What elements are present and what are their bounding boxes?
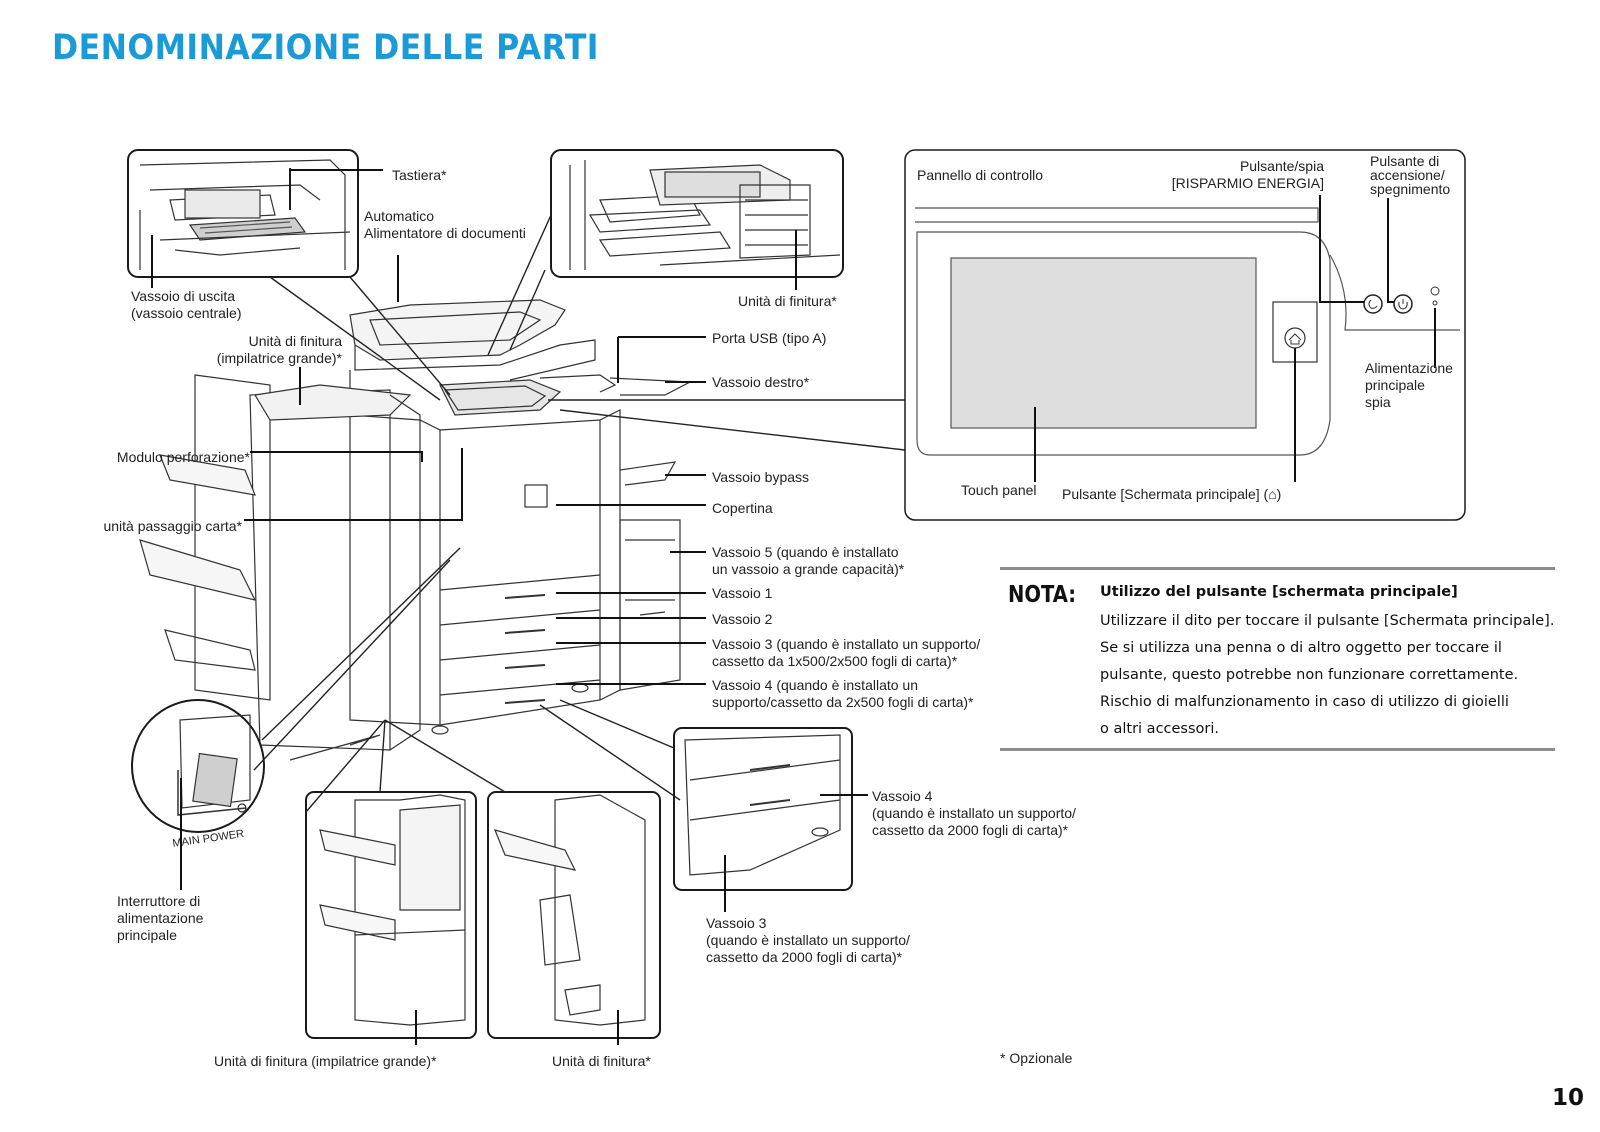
label-finitura-impilatrice: Unità di finitura (impilatrice grande)*: [216, 333, 342, 366]
label-tastiera: Tastiera*: [392, 167, 447, 183]
control-panel-detail: [904, 149, 1466, 521]
stacker-detail: [305, 791, 477, 1039]
label-vassoio-4-2000: Vassoio 4 (quando è installato un suppor…: [872, 788, 1076, 838]
label-finitura-bottom: Unità di finitura*: [552, 1053, 651, 1069]
label-alimentatore: Automatico Alimentatore di documenti: [364, 208, 526, 241]
finisher-bottom-detail: [487, 791, 661, 1039]
page-number: 10: [1552, 1085, 1585, 1111]
nota-heading: NOTA:: [1008, 582, 1077, 608]
label-passaggio-carta: unità passaggio carta*: [103, 518, 242, 534]
label-vassoio-uscita: Vassoio di uscita (vassoio centrale): [131, 288, 242, 321]
label-touch-panel: Touch panel: [961, 482, 1037, 498]
label-risparmio-energia: Pulsante/spia [RISPARMIO ENERGIA]: [1171, 158, 1324, 191]
label-copertina: Copertina: [712, 500, 773, 516]
leader-lines: [151, 169, 1436, 1045]
nota-rule-bottom: [1000, 748, 1555, 751]
power-switch-detail: MAIN POWER: [131, 699, 265, 850]
main-machine: [139, 299, 693, 761]
label-vassoio-5: Vassoio 5 (quando è installato un vassoi…: [712, 544, 905, 577]
label-modulo-perforazione: Modulo perforazione*: [116, 449, 250, 465]
nota-line: Utilizzare il dito per toccare il pulsan…: [1100, 613, 1555, 629]
nota-line: pulsante, questo potrebbe non funzionare…: [1100, 667, 1519, 683]
label-interruttore: Interruttore di alimentazione principale: [117, 893, 204, 943]
label-vassoio-destro: Vassoio destro*: [712, 374, 810, 390]
finisher-detail: [550, 149, 844, 278]
tray-2000-detail: [673, 727, 853, 891]
label-vassoio-1: Vassoio 1: [712, 585, 773, 601]
touch-screen: [950, 257, 1257, 429]
keyboard-detail: [127, 149, 359, 278]
callout-connectors: [253, 214, 906, 813]
label-finitura-top: Unità di finitura*: [738, 293, 837, 309]
label-vassoio-bypass: Vassoio bypass: [712, 469, 810, 485]
label-home-button: Pulsante [Schermata principale] (⌂): [1062, 486, 1282, 502]
page-title: DENOMINAZIONE DELLE PARTI: [52, 28, 599, 68]
label-finitura-impilatrice-bottom: Unità di finitura (impilatrice grande)*: [214, 1053, 437, 1069]
nota-line: Rischio di malfunzionamento in caso di u…: [1100, 694, 1509, 710]
label-alimentazione: Alimentazione principale spia: [1365, 360, 1453, 410]
nota-rule-top: [1000, 567, 1555, 570]
footnote: * Opzionale: [1000, 1050, 1073, 1066]
label-vassoio-2: Vassoio 2: [712, 611, 773, 627]
label-porta-usb: Porta USB (tipo A): [712, 330, 827, 346]
label-vassoio-4: Vassoio 4 (quando è installato un suppor…: [712, 677, 974, 710]
nota-body: Utilizzare il dito per toccare il pulsan…: [1100, 608, 1570, 743]
nota-subtitle: Utilizzo del pulsante [schermata princip…: [1100, 584, 1458, 600]
label-vassoio-3-2000: Vassoio 3 (quando è installato un suppor…: [706, 915, 910, 965]
label-pannello-controllo: Pannello di controllo: [917, 167, 1044, 183]
nota-line: Se si utilizza una penna o di altro ogge…: [1100, 640, 1502, 656]
label-vassoio-3: Vassoio 3 (quando è installato un suppor…: [712, 636, 981, 669]
nota-line: o altri accessori.: [1100, 721, 1220, 737]
label-accensione: Pulsante di accensione/ spegnimento: [1370, 153, 1451, 197]
